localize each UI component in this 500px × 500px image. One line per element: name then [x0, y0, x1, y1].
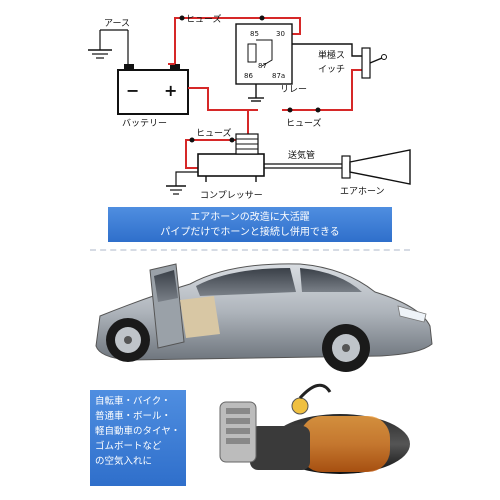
- switch-label-line1: 単極ス: [318, 49, 345, 61]
- battery-plus: +: [164, 81, 177, 100]
- relay-pin-86: 86: [244, 72, 253, 80]
- callout-line: 自転車・バイク・: [95, 396, 171, 407]
- section-divider: [90, 249, 410, 251]
- compressor-symbol: [166, 133, 265, 195]
- fuse-top-label: ヒューズ: [186, 13, 222, 25]
- air-pipe: [264, 163, 342, 169]
- battery-symbol: [117, 30, 189, 115]
- fuse-bottom-label: ヒューズ: [196, 127, 232, 139]
- relay-box: [235, 23, 293, 85]
- relay-pin-87: 87: [258, 62, 267, 70]
- air-horn-label: エアホーン: [340, 186, 385, 197]
- relay-label: リレー: [280, 85, 307, 95]
- callout-line: 軽自動車のタイヤ・: [95, 426, 181, 437]
- relay-pin-85: 85: [250, 30, 259, 38]
- fuse-bottom: [189, 137, 235, 143]
- air-horn-symbol: [341, 149, 411, 185]
- battery-minus: −: [126, 81, 139, 100]
- compressor-label: コンプレッサー: [200, 190, 263, 201]
- callout-line: 普通車・ボール・: [95, 411, 172, 422]
- fuse-mid: [287, 107, 321, 113]
- fuse-top: [179, 15, 265, 21]
- callout-line: の空気入れに: [95, 456, 153, 467]
- relay-pin-87a: 87a: [272, 72, 285, 80]
- switch-symbol: [361, 47, 387, 79]
- battery-label: バッテリー: [122, 118, 167, 129]
- car-photo-illustration: [95, 263, 433, 474]
- fuse-mid-label: ヒューズ: [286, 117, 322, 129]
- banner-line2: パイプだけでホーンと接続し併用できる: [160, 227, 340, 238]
- ground-symbol-top: [88, 29, 128, 59]
- feature-banner: エアホーンの改造に大活躍 パイプだけでホーンと接続し併用できる: [108, 207, 392, 242]
- banner-line1: エアホーンの改造に大活躍: [190, 212, 310, 223]
- callout-line: ゴムボートなど: [95, 441, 162, 452]
- air-pipe-label: 送気管: [288, 149, 315, 161]
- compressor-photo: [219, 383, 410, 474]
- car-silhouette: [95, 263, 433, 372]
- relay-pin-30: 30: [276, 30, 285, 38]
- switch-label-line2: イッチ: [318, 64, 345, 75]
- wiring-diagram: アース − + バッテリー ヒューズ ヒューズ: [88, 13, 411, 201]
- usage-callout: 自転車・バイク・ 普通車・ボール・ 軽自動車のタイヤ・ ゴムボートなど の空気入…: [90, 390, 186, 486]
- ground-label: アース: [104, 19, 130, 29]
